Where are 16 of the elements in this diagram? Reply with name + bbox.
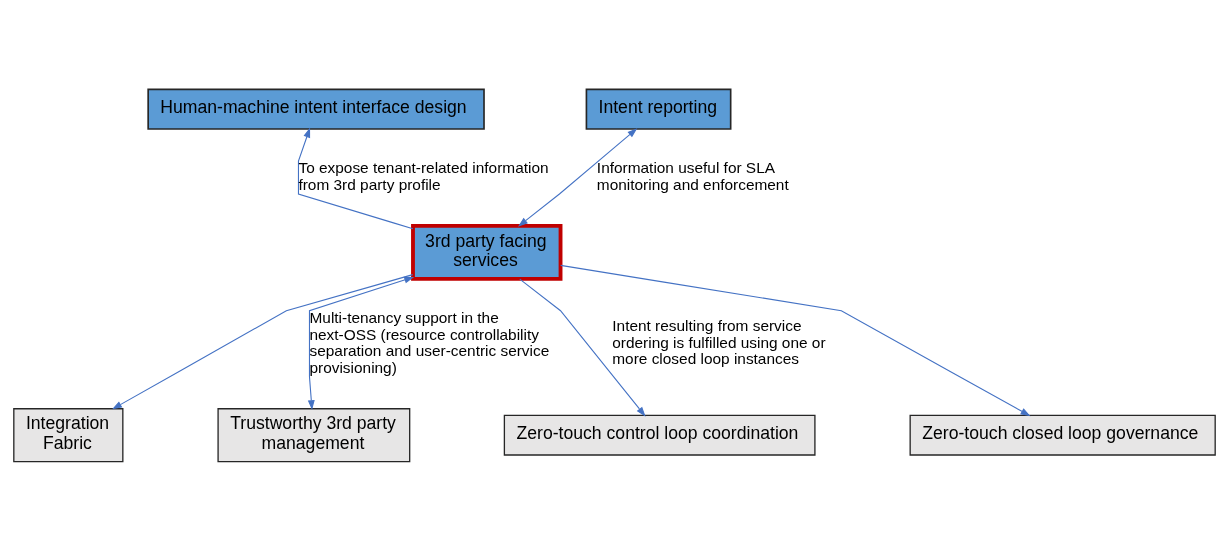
arrow	[519, 278, 646, 417]
node-box: Human-machine intent interface design	[147, 88, 485, 130]
edge-label: Multi-tenancy support in the next-OSS (resource controllability separation and user-centric service provisioning)	[309, 309, 550, 376]
arrow	[307, 276, 415, 411]
node-box: Trustworthy 3rd party management	[217, 408, 411, 463]
arrow	[560, 264, 1031, 417]
node-box: Zero-touch control loop coordination	[503, 414, 816, 456]
node-box: Intent reporting	[585, 88, 732, 130]
edge-label: Intent resulting from service ordering is fulfilled using one or more closed loop instances	[612, 317, 826, 368]
node-box: 3rd party facing services	[411, 224, 563, 281]
node-box: Zero-touch closed loop governance	[909, 414, 1216, 456]
node-box: Integration Fabric	[13, 408, 124, 463]
arrow	[297, 127, 414, 230]
arrow	[112, 274, 414, 410]
edge-label: Information useful for SLA monitoring and enforcement	[596, 159, 789, 193]
arrow	[517, 128, 638, 227]
